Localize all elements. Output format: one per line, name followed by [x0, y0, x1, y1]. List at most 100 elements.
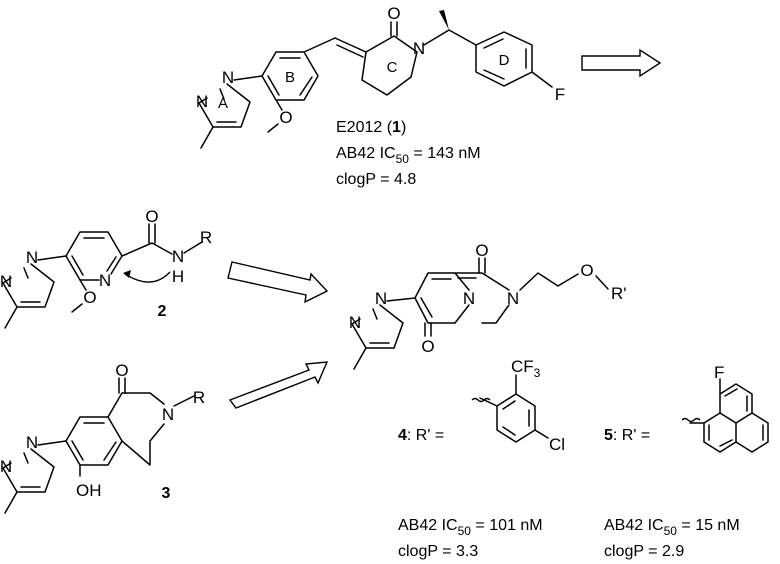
atom-n-imid-3: N [0, 457, 12, 476]
ring-label-c: C [387, 59, 398, 76]
atom-r: R [200, 228, 212, 247]
atom-n-imid: N [26, 433, 38, 452]
compound-3-structure: N N O N R OH 3 [0, 361, 205, 514]
ring-b-double-3 [267, 75, 280, 96]
ring-2-n-aryl [37, 255, 67, 261]
atom-o-carbonyl-6: O [421, 337, 434, 356]
compound-1-name: E2012 (1) [336, 119, 406, 136]
ring-2-pyr-double-3 [71, 255, 84, 276]
atom-n-amide: N [413, 39, 425, 58]
atom-n-imid: N [26, 248, 38, 267]
ring-d-double-1 [483, 38, 504, 49]
atom-n1: N [222, 68, 234, 87]
ring-2-methyl [4, 306, 18, 329]
methyl-wedge [439, 10, 449, 30]
n-ch-bond [423, 29, 450, 46]
compound-2-structure: N N N O O N H R 2 [0, 207, 212, 329]
atom-n-imid-3: N [349, 313, 361, 332]
hbond-curve [124, 271, 171, 283]
ring-a-inner-bond [219, 88, 225, 100]
compound-5-substituent: 5: R' = F [604, 363, 769, 453]
atom-f: F [555, 85, 565, 104]
atom-n-pyridine: N [99, 271, 111, 290]
compound-5-ic50: AB42 IC50 = 15 nM [604, 517, 740, 538]
alkene-bond [334, 37, 367, 53]
attachment-wavy-line [471, 397, 491, 403]
compound-1-caption: E2012 (1) AB42 IC50 = 143 nM clogP = 4.8 [336, 119, 481, 188]
core-methyl [353, 347, 367, 370]
c-cl-bond [534, 429, 549, 439]
atom-r-prime: R' [611, 284, 627, 303]
methyl-bond [200, 126, 214, 149]
methoxy-o-bond [275, 99, 283, 111]
hbond-arrowhead [123, 270, 131, 278]
atom-o-carbonyl: O [387, 4, 400, 23]
compound-4-clogp: clogP = 3.3 [398, 543, 478, 560]
atom-r: R [193, 388, 205, 407]
ring-d-double-3 [483, 69, 505, 80]
ring-2-methoxy-me [71, 303, 83, 313]
atom-o-methoxy: O [83, 288, 96, 307]
compound-1-clogp: clogP = 4.8 [336, 171, 416, 188]
atom-n-amide: N [172, 247, 184, 266]
ring-3-methyl [4, 491, 18, 514]
core-imid-inner [372, 308, 378, 320]
ring-c-bonds [361, 35, 418, 96]
atom-o-carbonyl-1: O [475, 241, 488, 260]
ring-3-imidazole [2, 448, 55, 493]
c-f-bond [531, 71, 553, 88]
ring-2-methoxy-o [79, 279, 87, 291]
ring-3-benzene [65, 416, 123, 466]
ring-2-pyr-double-2 [106, 256, 117, 272]
amide-c-bond [121, 242, 153, 257]
ring-3-benz-double-2 [103, 441, 117, 461]
core-imidazole [351, 304, 404, 349]
atom-n-imid: N [375, 289, 387, 308]
compound-5-clogp: clogP = 2.9 [604, 543, 684, 560]
ring-label-a: A [218, 95, 228, 112]
methoxy-me-bond [267, 123, 279, 133]
n-aryl-bond [233, 75, 263, 81]
ring-3-lactam-a [107, 392, 165, 418]
atom-n-imid-3: N [0, 272, 12, 291]
core-piperazinone-a [454, 272, 510, 291]
compound-4-label: 4: R' = [398, 427, 444, 444]
ring-5-naphthalene-right [735, 412, 769, 453]
attachment-bond [479, 397, 498, 407]
ring-2-imidazole [2, 263, 55, 308]
atom-o-amide: O [145, 207, 158, 226]
atom-h-amide: H [172, 267, 184, 286]
ring-5-double-2 [719, 439, 733, 447]
atom-f: F [714, 363, 724, 382]
ring-3-benz-double-3 [71, 440, 84, 461]
compound-4-ic50: AB42 IC50 = 101 nM [398, 517, 543, 538]
ring-5-double-3 [724, 388, 738, 397]
core-pyr-double-2 [420, 297, 433, 318]
compound-5-caption: AB42 IC50 = 15 nM clogP = 2.9 [604, 517, 740, 560]
core-pyridinone-b [414, 297, 470, 324]
vinyl-bond [303, 37, 336, 53]
atom-oh: OH [76, 481, 102, 500]
compound-2-number: 2 [158, 303, 167, 320]
compound-1-structure: N N A B O O C N D F [196, 4, 565, 149]
arrow-top-right [581, 48, 662, 78]
ring-2-imid-inner [23, 267, 29, 279]
ring-4-double-3 [502, 426, 516, 436]
ring-3-n-r [173, 395, 195, 407]
ring-3-imid-inner [23, 452, 29, 464]
atom-cl: Cl [549, 435, 565, 454]
atom-o-methoxy: O [279, 108, 292, 127]
ring-2-pyridine-a [65, 231, 123, 275]
compound-3-number: 3 [162, 485, 171, 502]
ring-3-lactam-b [121, 423, 165, 466]
ring-label-b: B [285, 69, 295, 86]
ch-aryl-bond [448, 29, 477, 46]
amide-cn-bond [151, 242, 173, 255]
atom-o-ether: O [580, 261, 593, 280]
compound-1-ic50: AB42 IC50 = 143 nM [336, 145, 481, 166]
core-n-aryl [386, 297, 416, 302]
compound-5-label: 5: R' = [604, 427, 650, 444]
ring-2-pyridine-b [65, 255, 100, 281]
